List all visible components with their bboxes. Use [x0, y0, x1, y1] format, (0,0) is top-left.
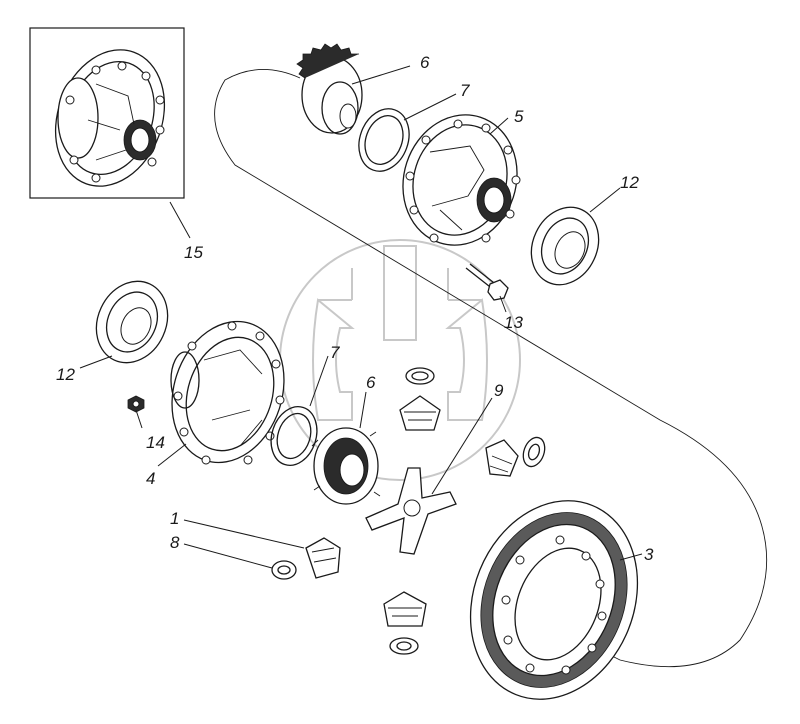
washer-small-bottom	[389, 637, 419, 655]
callout-13: 13	[504, 313, 523, 332]
washer-item-8	[271, 560, 297, 580]
callout-4: 4	[146, 469, 155, 488]
callout-7-lower: 7	[330, 343, 340, 362]
bolt	[465, 263, 509, 301]
callout-labels: 6 7 5 12 15 13 12 7 6 9 14 4 1 8 3	[56, 53, 654, 564]
pinion-gear-top	[399, 395, 441, 431]
nut	[127, 395, 145, 413]
callout-6-lower: 6	[366, 373, 376, 392]
side-gear-lower	[311, 427, 381, 505]
pinion-gear-left	[305, 537, 341, 579]
callout-8: 8	[170, 533, 180, 552]
pinion-gear-bottom	[383, 591, 427, 627]
spider-cross	[365, 467, 457, 555]
callout-14: 14	[146, 433, 165, 452]
watermark-logo	[279, 239, 521, 481]
bearing-left	[95, 280, 169, 364]
bearing-right	[530, 206, 600, 286]
callout-7-top: 7	[460, 81, 470, 100]
differential-case-right	[402, 114, 521, 246]
washer-small-top	[405, 367, 435, 385]
callout-12-left: 12	[56, 365, 75, 384]
callout-15: 15	[184, 243, 203, 262]
callout-3: 3	[644, 545, 654, 564]
inset-box-assembly	[29, 27, 185, 199]
thrust-washer-top	[358, 108, 410, 172]
callout-12-right: 12	[620, 173, 639, 192]
leader-lines	[79, 65, 643, 569]
callout-6-top: 6	[420, 53, 430, 72]
assembled-housing	[54, 49, 166, 187]
side-gear-top	[296, 43, 363, 135]
callout-9: 9	[494, 381, 504, 400]
ring-gear	[469, 500, 639, 700]
pinion-gear-right	[485, 439, 519, 477]
callout-1: 1	[170, 509, 179, 528]
assembly-path-line	[214, 69, 768, 668]
washer-small-right	[522, 436, 546, 468]
callout-5: 5	[514, 107, 524, 126]
